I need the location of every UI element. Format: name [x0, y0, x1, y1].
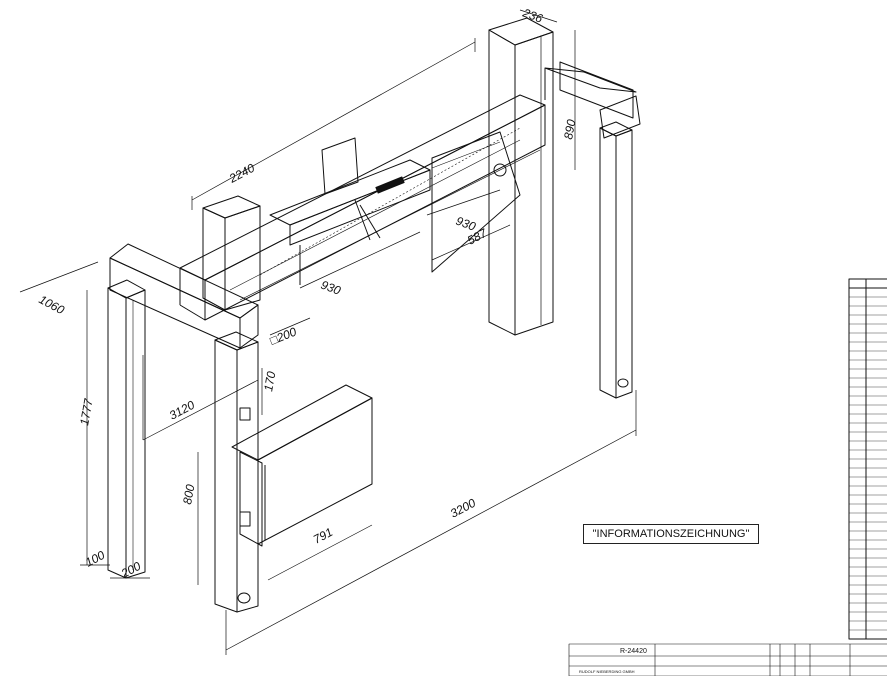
- dim-200-square: □200: [268, 324, 299, 347]
- dim-930-lower: 930: [319, 278, 343, 298]
- right-front-beam: [544, 61, 641, 139]
- gantry-rail: [179, 94, 546, 321]
- parts-list-sheet: [848, 278, 887, 640]
- dim-930-upper: 930: [454, 214, 478, 234]
- dim-236: 236: [520, 5, 545, 25]
- title-block: [568, 643, 887, 676]
- carriage: [269, 137, 431, 285]
- dim-100: 100: [83, 548, 108, 570]
- dim-3120: 3120: [167, 398, 197, 423]
- dim-1060: 1060: [37, 292, 67, 317]
- right-front-pillar: [599, 121, 633, 399]
- guide-panel: [431, 131, 521, 273]
- left-rear-pillar: [202, 195, 261, 311]
- drawing-number: R-24420: [620, 648, 647, 655]
- dim-791: 791: [311, 525, 335, 547]
- dim-1777: 1777: [77, 396, 96, 426]
- dim-2240: 2240: [226, 161, 257, 187]
- information-drawing-label: "INFORMATIONSZEICHNUNG": [583, 524, 759, 544]
- left-cross-beam: [109, 243, 259, 349]
- center-front-pillar: [214, 331, 259, 613]
- control-cabinet: [231, 384, 373, 547]
- right-rear-pillar: [488, 17, 554, 336]
- dimension-lines: [19, 9, 637, 655]
- company-name: RUDOLF NIEBERDING GMBH: [579, 669, 635, 674]
- dim-800: 800: [180, 483, 197, 505]
- left-front-pillar: [107, 279, 146, 579]
- dim-170: 170: [261, 370, 278, 392]
- dim-890: 890: [561, 118, 578, 140]
